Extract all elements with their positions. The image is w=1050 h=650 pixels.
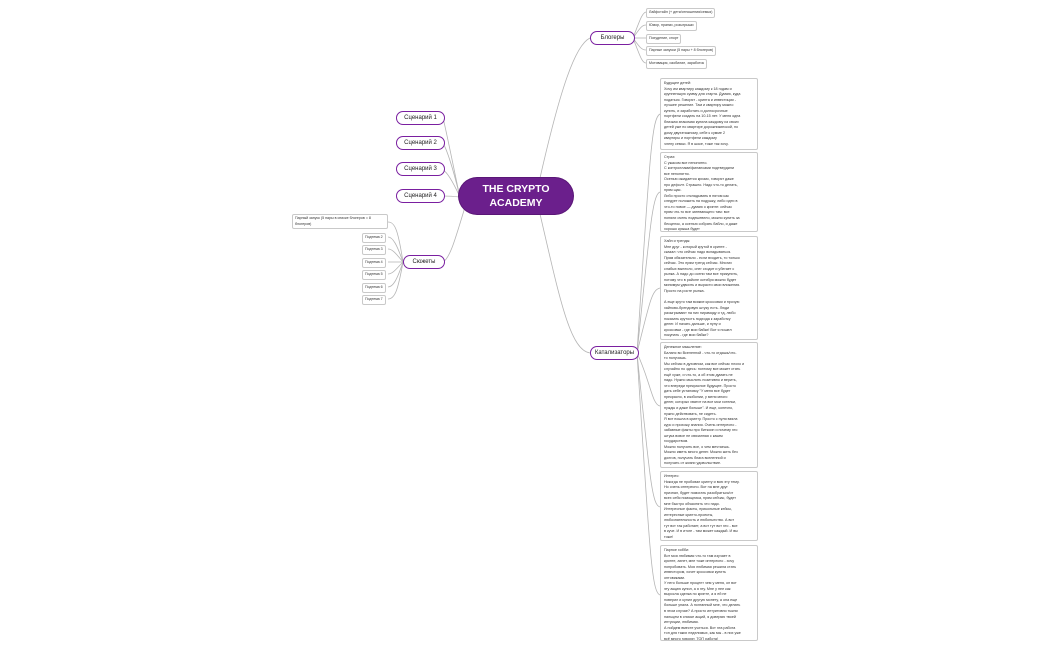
branch-bloggers[interactable]: Блогеры xyxy=(590,31,635,45)
branch-scenario-4[interactable]: Сценарий 4 xyxy=(396,189,445,203)
branch-scenario-3[interactable]: Сценарий 3 xyxy=(396,162,445,176)
plot-item[interactable]: Подтема 2 xyxy=(362,233,386,243)
blogger-item[interactable]: Лайфстайл (+ дети/отношения/семья) xyxy=(646,8,716,18)
plot-item[interactable]: Подтема 7 xyxy=(362,295,386,305)
plot-item[interactable]: Подтема 3 xyxy=(362,245,386,255)
catalyst-note[interactable]: Интерес: Никогда не пробовал крипту и вс… xyxy=(660,471,758,541)
blogger-item[interactable]: Похудение, спорт xyxy=(646,34,682,44)
blogger-item[interactable]: Мотивация, изобилие, заработок xyxy=(646,59,708,69)
plot-item[interactable]: Подтема 5 xyxy=(362,270,386,280)
central-topic[interactable]: THE CRYPTO ACADEMY xyxy=(459,178,573,214)
blogger-item[interactable]: Юмор, пранки, розыгрыши xyxy=(646,21,697,31)
branch-scenario-1[interactable]: Сценарий 1 xyxy=(396,111,445,125)
catalyst-note[interactable]: Страх: С ужасом все непонятно. С контрол… xyxy=(660,152,758,232)
blogger-item[interactable]: Парные запуски (5 пары + 8 блогеров) xyxy=(646,46,717,56)
plot-item[interactable]: Подтема 4 xyxy=(362,258,386,268)
plot-item[interactable]: Парный запуск (5 пары в списке блогеров … xyxy=(292,214,388,230)
branch-catalysts[interactable]: Катализаторы xyxy=(590,346,639,360)
catalyst-note[interactable]: Будущее детей: Хочу им квартиру каждому … xyxy=(660,78,758,150)
catalyst-note[interactable]: Парное хобби: Вот моя любимая что-то там… xyxy=(660,545,758,641)
plot-item[interactable]: Подтема 6 xyxy=(362,283,386,293)
catalyst-note[interactable]: Денежное мышление: Баланс во Вселенной -… xyxy=(660,342,758,468)
catalyst-note[interactable]: Хайп и тренды: Мне друг - который крутой… xyxy=(660,236,758,340)
branch-plots[interactable]: Сюжеты xyxy=(403,255,445,269)
branch-scenario-2[interactable]: Сценарий 2 xyxy=(396,136,445,150)
